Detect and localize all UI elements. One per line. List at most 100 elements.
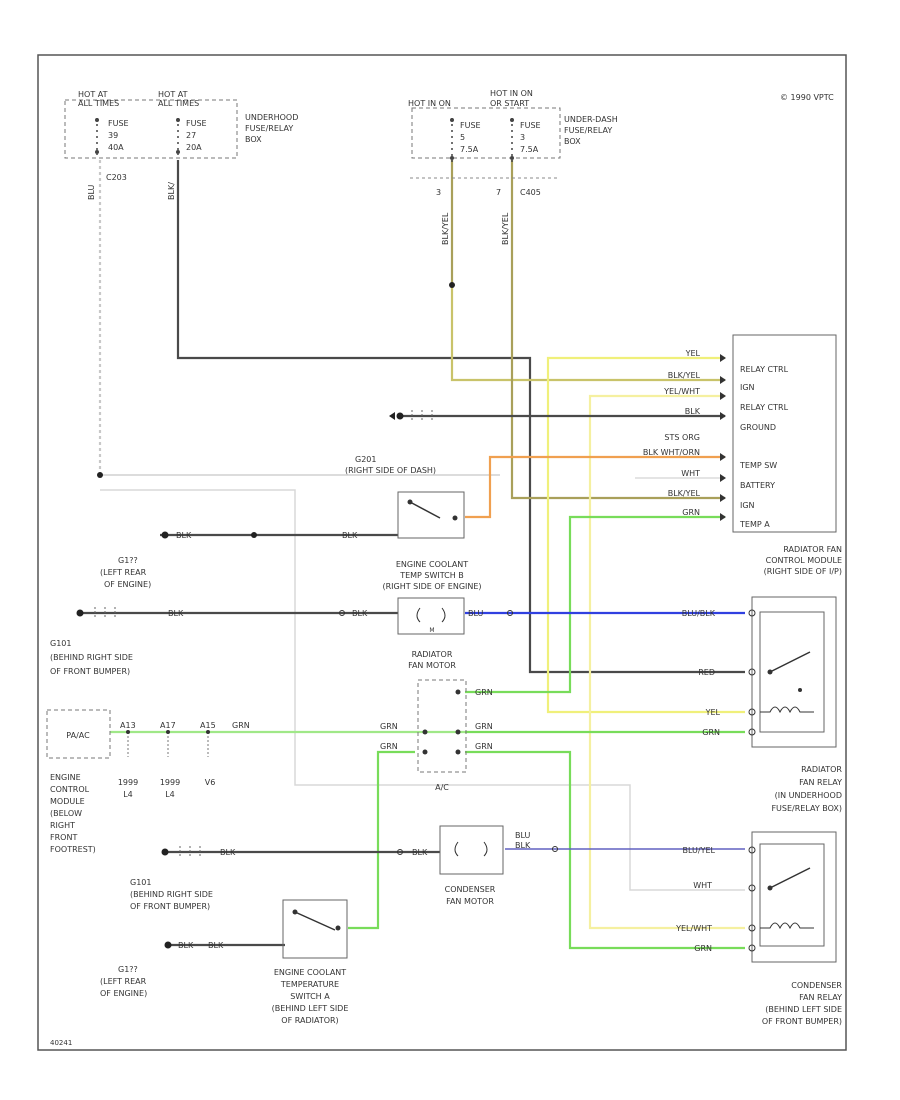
hot-label-2a: HOT AT (158, 90, 188, 99)
switch-a-label-1: ENGINE COOLANT (274, 968, 346, 977)
wire-label-blu: BLU (87, 184, 96, 200)
g1-ground-bottom: BLK BLK G1?? (LEFT REAR OF ENGINE) (100, 941, 224, 998)
fusebox-right: HOT IN ON HOT IN ON OR START FUSE 5 7.5A… (408, 89, 618, 288)
wire-grn-tempa (465, 515, 725, 694)
g101b-wire: BLK (220, 848, 236, 857)
rad-relay-label-4: FUSE/RELAY BOX) (771, 804, 842, 813)
fuse27-rating: 20A (186, 143, 202, 152)
cond-relay-wire-grn: GRN (694, 944, 712, 953)
ecm-label-6: FRONT (50, 833, 77, 842)
fuse3-label: FUSE (520, 121, 541, 130)
ac-wire-2: GRN (380, 722, 398, 731)
module-pin-3: RELAY CTRL (740, 403, 789, 412)
module-wire-blk: BLK (685, 407, 701, 416)
wire-gray-down (100, 489, 745, 891)
switch-a-label-2: TEMPERATURE (280, 980, 339, 989)
control-module-label-3: (RIGHT SIDE OF I/P) (764, 567, 842, 576)
g1-ground-label-1: G1?? (118, 556, 138, 565)
g1-ground-label-3: OF ENGINE) (104, 580, 151, 589)
hot-in-on-start-2: OR START (490, 99, 529, 108)
switch-a-label-4: (BEHIND LEFT SIDE (272, 1004, 349, 1013)
fuse5-rating: 7.5A (460, 145, 479, 154)
switch-a-label-3: SWITCH A (290, 992, 330, 1001)
control-module: RELAY CTRL IGN RELAY CTRL GROUND TEMP SW… (643, 334, 842, 576)
ecm-label-3: MODULE (50, 797, 85, 806)
ecm-label-2: CONTROL (50, 785, 90, 794)
switch-a-label-5: OF RADIATOR) (281, 1016, 338, 1025)
g101-wire: BLK (168, 609, 184, 618)
fusebox-right-label-3: BOX (564, 137, 581, 146)
cond-relay-wire-bluyel: BLU/YEL (683, 846, 716, 855)
fusebox-left-label-3: BOX (245, 135, 262, 144)
fusebox-left-label-1: UNDERHOOD (245, 113, 298, 122)
wire-blkyel-fuse3 (510, 160, 725, 500)
hot-label-1b: ALL TIMES (78, 99, 119, 108)
g101-ground: BLK G101 (BEHIND RIGHT SIDE OF FRONT BUM… (50, 607, 184, 676)
module-pin-8: IGN (740, 501, 755, 510)
g101-label-3: OF FRONT BUMPER) (50, 667, 130, 676)
ecm-pin-a15: A15 (200, 721, 216, 730)
g201-label-2: (RIGHT SIDE OF DASH) (345, 466, 436, 475)
fusebox-right-label-2: FUSE/RELAY (564, 126, 612, 135)
module-wire-wht: WHT (681, 469, 700, 478)
wire-label-blkyel-2: BLK/YEL (501, 212, 510, 245)
fuse39-number: 39 (108, 131, 118, 140)
ac-junction: A/C GRN GRN GRN GRN GRN (380, 679, 493, 792)
ecm-variant-2: 1999 (160, 778, 180, 787)
wire-grn-swa (348, 750, 415, 930)
ecm-wire-grn: GRN (232, 721, 250, 730)
switch-b-label-1: ENGINE COOLANT (396, 560, 468, 569)
cond-motor-wire-left: BLK (412, 848, 428, 857)
radiator-fan-motor: M RADIATOR FAN MOTOR BLK BLU (339, 597, 513, 670)
ecm-box-label: PA/AC (66, 731, 90, 740)
ecm-variant-1b: L4 (123, 790, 133, 799)
rad-relay-label-1: RADIATOR (801, 765, 842, 774)
wire-label-blk: BLK/ (167, 182, 176, 200)
rad-motor-m: M (429, 627, 434, 634)
fuse5-label: FUSE (460, 121, 481, 130)
ecm-variant-1: 1999 (118, 778, 138, 787)
diagram-border (37, 54, 847, 1051)
g201-label-1: G201 (355, 455, 376, 464)
g201-ground: G201 (RIGHT SIDE OF DASH) (97, 455, 436, 478)
rad-motor-wire-left: BLK (352, 609, 368, 618)
cond-motor-label-1: CONDENSER (445, 885, 496, 894)
ac-wire-4: GRN (380, 742, 398, 751)
fusebox-left-label-2: FUSE/RELAY (245, 124, 293, 133)
module-wire-yelwht: YEL/WHT (663, 387, 700, 396)
fusebox-left: HOT AT ALL TIMES HOT AT ALL TIMES FUSE 3… (64, 90, 298, 200)
condenser-fan-relay: BLU/YEL WHT YEL/WHT GRN CONDENSER FAN RE… (675, 831, 842, 1026)
g101-label-2: (BEHIND RIGHT SIDE (50, 653, 133, 662)
wire-yel (546, 356, 745, 714)
switch-b-wire: BLK (342, 531, 358, 540)
fuse27-label: FUSE (186, 119, 207, 128)
connector-c203: C203 (106, 173, 127, 182)
module-wire-sts-org: STS ORG (664, 433, 700, 442)
ecm-label-4: (BELOW (50, 809, 82, 818)
switch-b-label-3: (RIGHT SIDE OF ENGINE) (382, 582, 481, 591)
module-wire-yel: YEL (685, 349, 701, 358)
g101b-label-2: (BEHIND RIGHT SIDE (130, 890, 213, 899)
hot-label-2b: ALL TIMES (158, 99, 199, 108)
fusebox-right-label-1: UNDER-DASH (564, 115, 618, 124)
module-wire-wht-orn: BLK WHT/ORN (643, 448, 700, 457)
switch-b-label-2: TEMP SWITCH B (399, 571, 464, 580)
g1-ground-b-top: BLK G1?? (LEFT REAR OF ENGINE) (100, 531, 192, 589)
g1b-label-2: (LEFT REAR (100, 977, 147, 986)
cond-relay-wire-yelwht: YEL/WHT (675, 924, 712, 933)
g1b-wire: BLK (178, 941, 194, 950)
g101-label-1: G101 (50, 639, 71, 648)
cond-relay-label-3: (BEHIND LEFT SIDE (765, 1005, 842, 1014)
ac-wire-3: GRN (475, 722, 493, 731)
cond-relay-wire-wht: WHT (693, 881, 712, 890)
fuse27-number: 27 (186, 131, 196, 140)
control-module-label-2: CONTROL MODULE (766, 556, 842, 565)
module-wire-grn: GRN (682, 508, 700, 517)
rad-relay-wire-blublk: BLU/BLK (682, 609, 716, 618)
condenser-fan-motor: CONDENSER FAN MOTOR BLK BLU BLK (397, 825, 558, 906)
ecm: PA/AC A13 A17 A15 GRN 1999 L4 1999 L4 V6… (46, 709, 250, 854)
fuse39-rating: 40A (108, 143, 124, 152)
cond-motor-wire-right-2: BLK (515, 841, 531, 850)
g1-ground-label-2: (LEFT REAR (100, 568, 147, 577)
ecm-variant-2b: L4 (165, 790, 175, 799)
